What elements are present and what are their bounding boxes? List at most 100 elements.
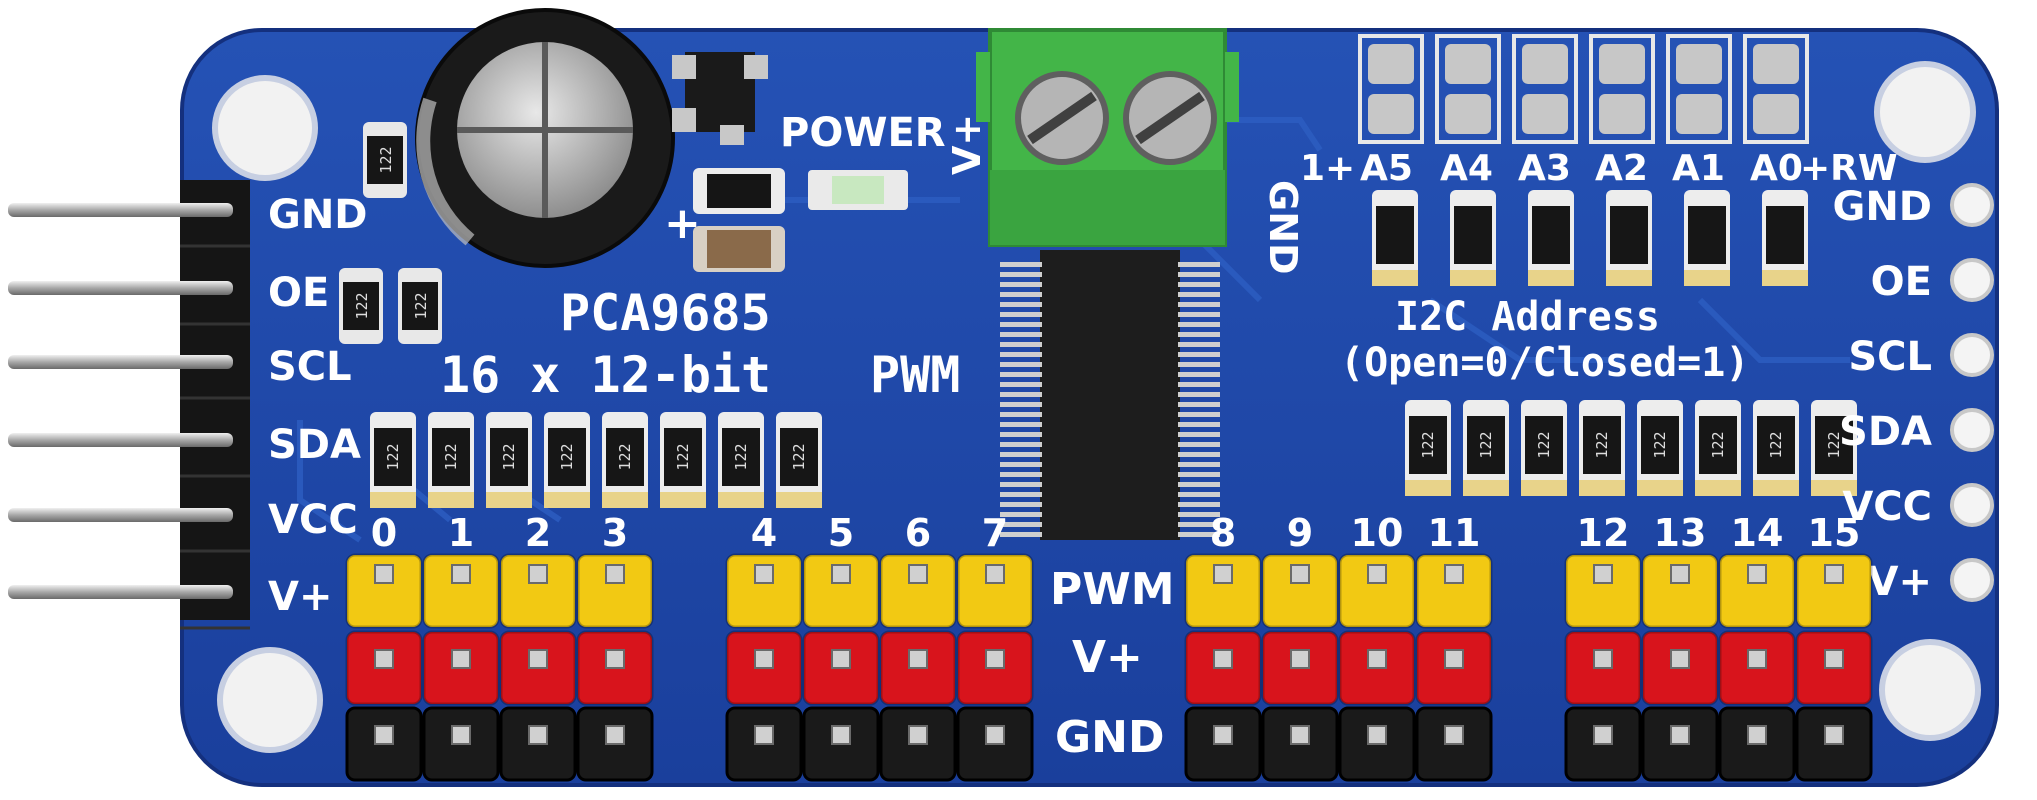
resistor-code: 122	[1593, 431, 1611, 458]
channel-label: 12	[1577, 511, 1630, 555]
channel-label: 8	[1210, 511, 1236, 555]
power-smd-parts	[693, 168, 908, 272]
vplus-pin	[956, 630, 1034, 706]
right-header-label: V+	[1868, 559, 1932, 605]
channel-label: 1	[448, 511, 474, 555]
smd-resistor: 122	[1579, 400, 1625, 496]
pwm-pin	[1338, 553, 1416, 629]
channel-label: 2	[525, 511, 551, 555]
chip-leg	[1000, 462, 1042, 467]
power-label: POWER	[780, 110, 946, 156]
vplus-pin	[576, 630, 654, 706]
pwm-pin	[1795, 553, 1873, 629]
resistor-code: 122	[1419, 431, 1437, 458]
chip-leg	[1178, 422, 1220, 427]
pwm-pin	[499, 553, 577, 629]
gnd-pin	[1718, 706, 1796, 782]
vplus-pin	[1184, 630, 1262, 706]
left-header-label: VCC	[268, 497, 358, 543]
row-label-gnd: GND	[1055, 712, 1164, 763]
channel-label: 0	[371, 511, 397, 555]
chip-leg	[1000, 262, 1042, 267]
pwm-pin	[422, 553, 500, 629]
right-header-pad	[1950, 258, 1994, 302]
chip-leg	[1000, 512, 1042, 517]
gnd-pin	[1641, 706, 1719, 782]
chip-leg	[1000, 362, 1042, 367]
chip-leg	[1178, 512, 1220, 517]
chip-leg	[1178, 272, 1220, 277]
pwm-chip-label: PWM	[870, 346, 960, 404]
pwm-pin	[345, 553, 423, 629]
chip-leg	[1000, 532, 1042, 537]
channel-label: 3	[602, 511, 628, 555]
pwm-pin	[1184, 553, 1262, 629]
right-header-pad	[1950, 183, 1994, 227]
chip-leg	[1178, 382, 1220, 387]
address-jumper-pad	[1435, 34, 1501, 144]
smd-resistor: 122	[1637, 400, 1683, 496]
left-header-label: SDA	[268, 422, 361, 468]
gnd-pin	[879, 706, 957, 782]
smd-resistor: 122	[486, 412, 532, 508]
chip-leg	[1178, 332, 1220, 337]
channel-label: 11	[1428, 511, 1481, 555]
header-pin	[8, 355, 233, 369]
channel-label: 14	[1731, 511, 1784, 555]
right-header-pad	[1950, 483, 1994, 527]
address-jumper-pad	[1512, 34, 1578, 144]
right-header-pad	[1950, 558, 1994, 602]
chip-leg	[1178, 362, 1220, 367]
resistor-code: 122	[616, 443, 634, 470]
pwm-pin	[1415, 553, 1493, 629]
resistor-code: 122	[674, 443, 692, 470]
chip-leg	[1000, 502, 1042, 507]
gnd-pin	[802, 706, 880, 782]
chip-leg	[1000, 402, 1042, 407]
row-label-pwm: PWM	[1050, 564, 1175, 615]
chip-leg	[1178, 442, 1220, 447]
vplus-pin	[879, 630, 957, 706]
vplus-pin	[802, 630, 880, 706]
screw-terminal	[976, 28, 1239, 247]
channel-label: 6	[905, 511, 931, 555]
resistor-code: 122	[353, 292, 371, 319]
i2c-address-subtitle: (Open=0/Closed=1)	[1340, 340, 1749, 386]
resistor-code: 122	[790, 443, 808, 470]
vplus-pin	[345, 630, 423, 706]
chip-leg	[1178, 342, 1220, 347]
resistor-code: 122	[1651, 431, 1669, 458]
smd-resistor: 122	[776, 412, 822, 508]
smd-resistor	[1528, 190, 1574, 286]
vplus-pin	[499, 630, 577, 706]
chip-leg	[1000, 322, 1042, 327]
address-jumper-pad	[1743, 34, 1809, 144]
chip-leg	[1000, 442, 1042, 447]
electrolytic-capacitor	[415, 8, 675, 268]
resistor-code: 122	[732, 443, 750, 470]
vplus-pin	[1261, 630, 1339, 706]
right-header-label: SDA	[1839, 409, 1932, 455]
jumper-label: A3	[1518, 148, 1571, 189]
servo-header-banks	[345, 553, 1873, 782]
chip-leg	[1000, 342, 1042, 347]
vplus-pin	[1564, 630, 1642, 706]
resistor-code: 122	[1535, 431, 1553, 458]
channel-label: 13	[1654, 511, 1707, 555]
chip-leg	[1178, 392, 1220, 397]
chip-leg	[1178, 482, 1220, 487]
chip-leg	[1178, 462, 1220, 467]
vplus-pin	[1338, 630, 1416, 706]
smd-resistor: 122	[1463, 400, 1509, 496]
smd-resistor: 122	[544, 412, 590, 508]
resistor-code: 122	[442, 443, 460, 470]
vplus-pin	[1641, 630, 1719, 706]
gnd-pin	[422, 706, 500, 782]
pwm-pin	[802, 553, 880, 629]
mounting-holes	[212, 61, 1981, 753]
resistor-code: 122	[500, 443, 518, 470]
chip-leg	[1178, 302, 1220, 307]
